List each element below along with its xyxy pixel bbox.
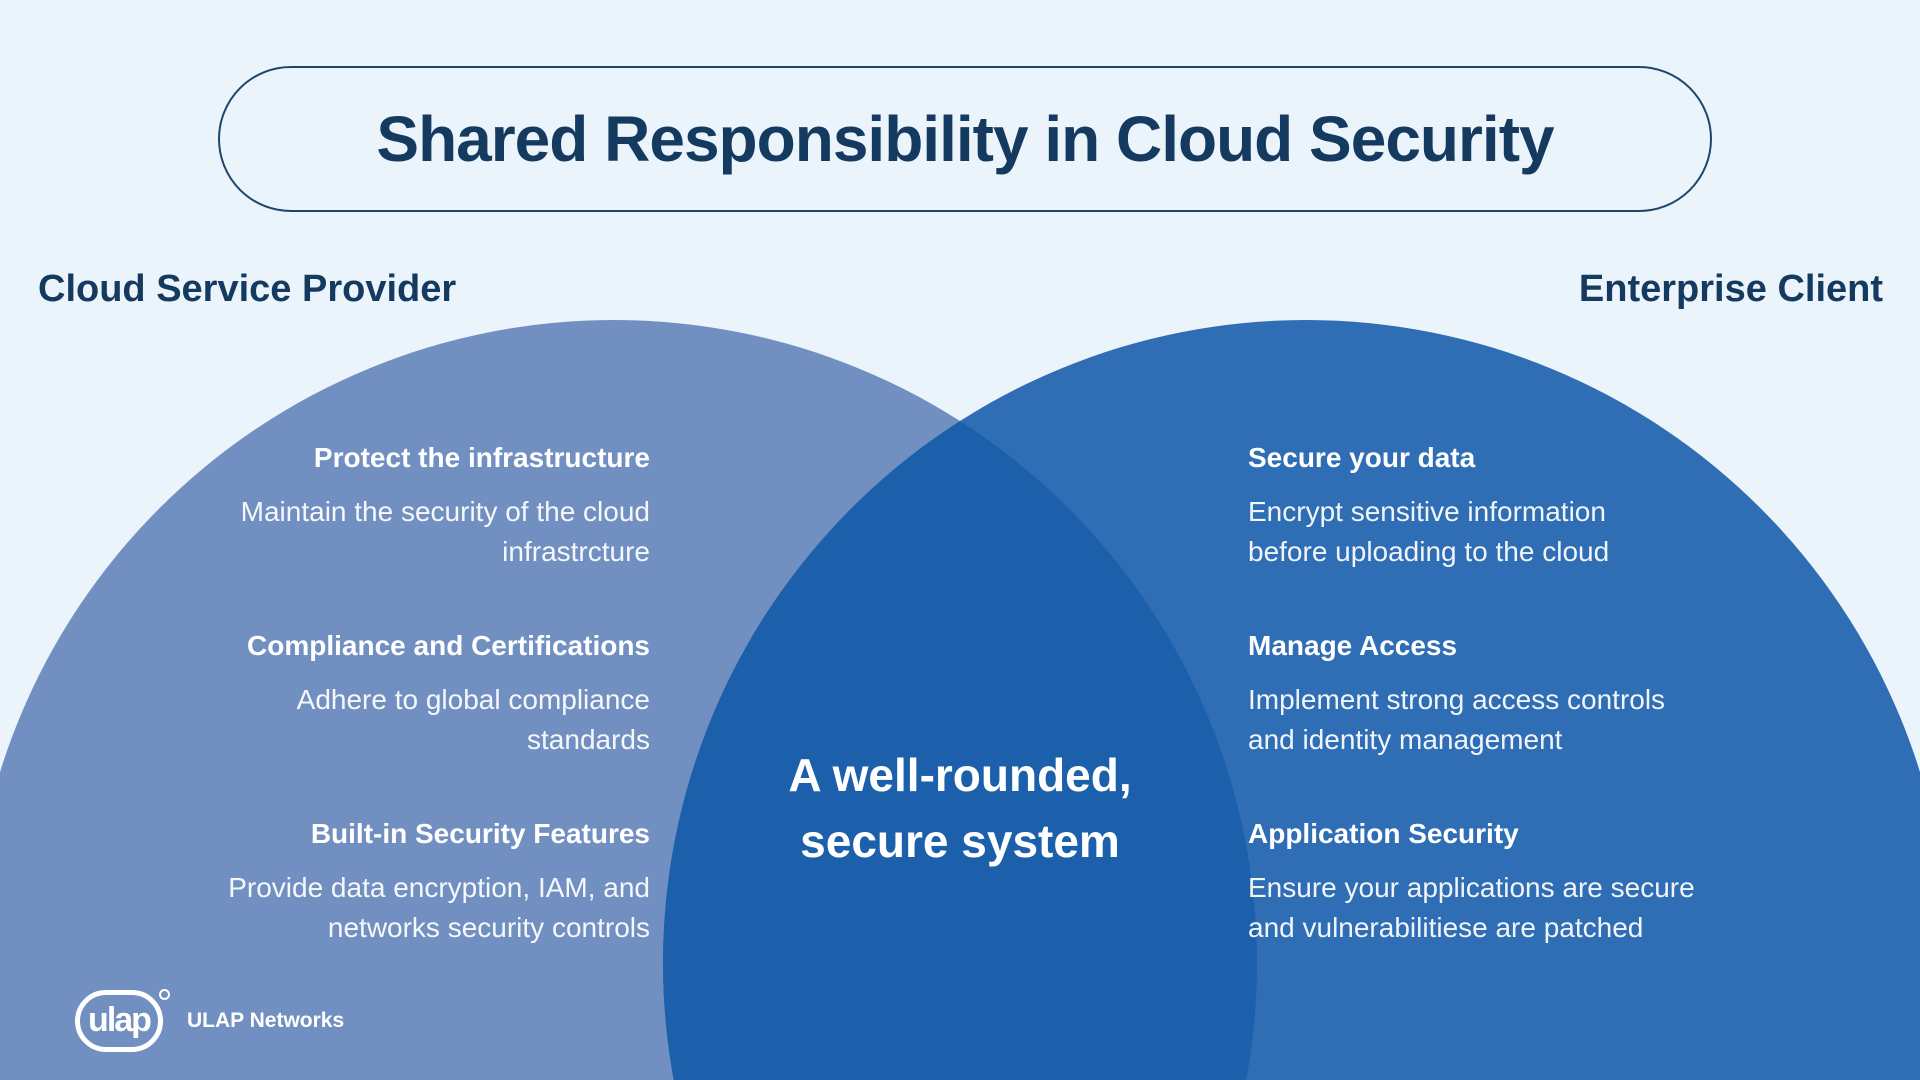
item-text-line: and identity management (1248, 724, 1563, 755)
item-text-line: Provide data encryption, IAM, and (228, 872, 650, 903)
item-heading: Built-in Security Features (310, 818, 650, 849)
provider-item: Built-in Security Features Provide data … (228, 814, 650, 948)
provider-label: Cloud Service Provider (38, 268, 457, 310)
client-items: Secure your data Encrypt sensitive infor… (1248, 438, 1695, 1002)
brand-name: ULAP Networks (187, 1009, 345, 1032)
item-text-line: Implement strong access controls (1248, 684, 1666, 715)
item-heading: Application Security (1248, 818, 1519, 849)
provider-item: Compliance and Certifications Adhere to … (228, 626, 650, 760)
item-text-line: Maintain the security of the cloud (240, 496, 650, 527)
client-item: Secure your data Encrypt sensitive infor… (1248, 438, 1695, 572)
item-text-line: and vulnerabilitiese are patched (1248, 912, 1644, 943)
item-heading: Compliance and Certifications (247, 630, 650, 661)
item-heading: Protect the infrastructure (313, 442, 650, 473)
provider-items: Protect the infrastructure Maintain the … (228, 438, 650, 1002)
registered-mark-icon (159, 989, 170, 1000)
footer-brand: ulap ULAP Networks (75, 989, 345, 1052)
ulap-logo: ulap (75, 989, 170, 1052)
ulap-logo-text: ulap (88, 1001, 152, 1039)
item-heading: Secure your data (1248, 442, 1476, 473)
client-item: Manage Access Implement strong access co… (1248, 626, 1695, 760)
page-title: Shared Responsibility in Cloud Security (376, 103, 1554, 175)
item-text-line: Ensure your applications are secure (1248, 872, 1695, 903)
title-pill: Shared Responsibility in Cloud Security (218, 66, 1712, 212)
item-text-line: Encrypt sensitive information (1248, 496, 1606, 527)
client-label: Enterprise Client (1578, 268, 1883, 310)
overlap-region (663, 320, 1257, 1080)
item-text-line: infrastrcture (502, 536, 650, 567)
item-heading: Manage Access (1248, 630, 1458, 661)
overlap-caption: A well-rounded, secure system (788, 742, 1131, 874)
item-text-line: standards (527, 724, 650, 755)
item-text-line: networks security controls (327, 912, 650, 943)
overlap-caption-line: secure system (800, 815, 1120, 867)
provider-item: Protect the infrastructure Maintain the … (228, 438, 650, 572)
client-item: Application Security Ensure your applica… (1248, 814, 1695, 948)
overlap-caption-line: A well-rounded, (788, 749, 1132, 801)
item-text-line: Adhere to global compliance (296, 684, 650, 715)
item-text-line: before uploading to the cloud (1248, 536, 1610, 567)
